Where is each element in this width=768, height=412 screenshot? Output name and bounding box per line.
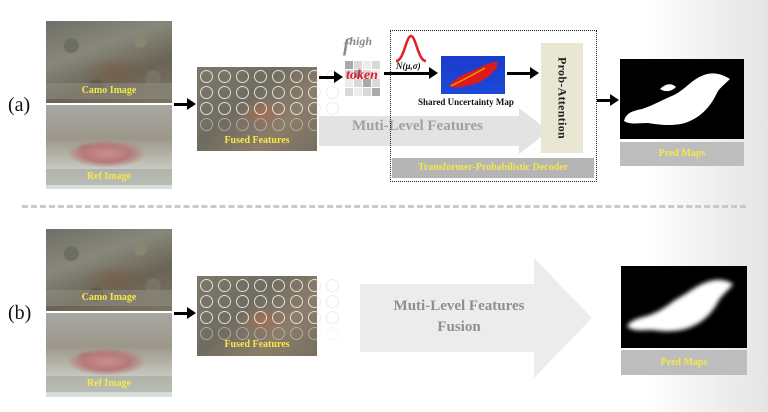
feature-token-grid (200, 70, 339, 132)
fused-features-caption-b: Fused Features (224, 339, 290, 350)
pred-mask-a (624, 73, 730, 125)
fusion-label-line1: Muti-Level Features (393, 298, 525, 314)
camo-image-b: Camo Image (46, 229, 172, 311)
arrow-head (187, 98, 196, 110)
gaussian-label: N(μ,σ) (396, 61, 421, 71)
camo-image-a: Camo Image (46, 21, 172, 103)
panel-b-label: (b) (8, 302, 32, 324)
camo-image-caption-a: Camo Image (46, 83, 172, 99)
arrow-head (429, 67, 438, 79)
prob-attention-label: Prob-Attention (555, 57, 570, 139)
fusion-arrow-b (360, 258, 592, 378)
arrow-line (507, 72, 531, 75)
token-label: token (346, 68, 378, 83)
arrow-head (334, 71, 343, 83)
ref-image-b: Ref Image (46, 313, 172, 397)
pred-map-caption-a: Pred Maps (620, 142, 744, 166)
f-high-label: fhigh (343, 34, 372, 57)
f-high-superscript: high (349, 34, 373, 48)
arrow-line (174, 103, 188, 106)
multi-level-features-arrow-a (319, 108, 549, 154)
camo-image-caption-b: Camo Image (46, 290, 172, 306)
arrow-head (610, 94, 619, 106)
decoder-label: Transformer-Probabilistic Decoder (392, 158, 594, 178)
gaussian-curve-icon (395, 34, 427, 63)
fusion-label-line2: Fusion (437, 319, 481, 335)
section-divider (22, 205, 746, 208)
arrow-line (319, 76, 335, 79)
feature-token-grid (200, 279, 339, 341)
pred-mask-b (627, 279, 733, 332)
decoder-box (390, 30, 597, 182)
uncertainty-blob (449, 62, 498, 88)
multi-level-features-label-a: Muti-Level Features (352, 118, 483, 134)
panel-a-label: (a) (8, 94, 31, 116)
fused-features-a: Fused Features (197, 67, 339, 151)
arrow-line (174, 312, 188, 315)
fused-features-caption-a: Fused Features (224, 135, 290, 146)
token-grid (345, 61, 380, 96)
uncertainty-map-label: Shared Uncertainty Map (418, 97, 514, 107)
pred-map-b (621, 266, 747, 348)
pred-map-caption-b: Pred Maps (621, 350, 747, 375)
prob-attention-block: Prob-Attention (541, 43, 583, 153)
ref-image-a: Ref Image (46, 105, 172, 189)
fused-features-b: Fused Features (197, 276, 339, 356)
pred-map-a (620, 59, 744, 139)
f-high-symbol: f (343, 35, 350, 57)
arrow-line (597, 99, 611, 102)
ref-image-caption-a: Ref Image (46, 169, 172, 185)
arrow-line (384, 72, 430, 75)
arrow-head (530, 67, 539, 79)
fusion-label-b: Muti-Level Features Fusion (360, 296, 558, 338)
ref-image-caption-b: Ref Image (46, 376, 172, 392)
shared-uncertainty-map (441, 56, 505, 94)
arrow-head (187, 307, 196, 319)
